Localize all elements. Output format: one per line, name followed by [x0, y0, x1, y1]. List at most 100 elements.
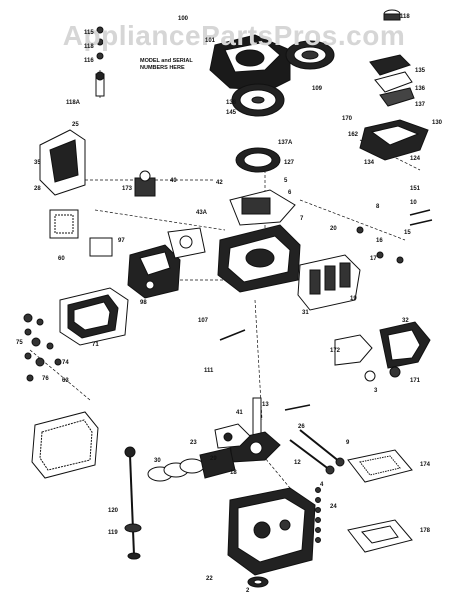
- callout-12: 12: [294, 460, 301, 466]
- callout-107: 107: [198, 318, 209, 324]
- callout-41: 41: [236, 410, 243, 416]
- small-hardware-left: [23, 313, 62, 382]
- callout-172: 172: [330, 348, 341, 354]
- air-filter-element: [31, 411, 99, 479]
- piston-rings: [147, 447, 236, 482]
- manual-174: [347, 449, 413, 483]
- misc-bolts: [219, 209, 433, 411]
- callout-124: 124: [410, 156, 421, 162]
- callout-119: 119: [108, 530, 118, 536]
- callout-134: 134: [364, 160, 375, 166]
- connecting-rod: [214, 423, 251, 449]
- callout-135: 135: [415, 68, 426, 74]
- callout-24: 24: [330, 504, 337, 510]
- head-gasket: [167, 227, 206, 259]
- fuel-tank-parts: [359, 54, 429, 161]
- callout-162: 162: [348, 132, 359, 138]
- callout-25: 25: [72, 122, 79, 128]
- callout-63: 63: [62, 378, 69, 384]
- callout-109: 109: [312, 86, 323, 92]
- crankcase-fasteners: [315, 487, 321, 543]
- callout-118a: 118A: [66, 100, 81, 106]
- callout-174: 174: [420, 462, 431, 468]
- callout-8: 8: [376, 204, 380, 210]
- callout-138: 138: [226, 100, 237, 106]
- callout-30: 30: [154, 458, 161, 464]
- callout-31: 31: [302, 310, 309, 316]
- callout-43a: 43A: [196, 210, 208, 216]
- governor-parts: [95, 26, 105, 97]
- callout-15: 15: [404, 230, 411, 236]
- callout-101: 101: [205, 38, 216, 44]
- callout-40: 40: [170, 178, 177, 184]
- control-bracket: [39, 129, 86, 196]
- callout-130: 130: [432, 120, 443, 126]
- callout-120: 120: [108, 508, 119, 514]
- crankcase: [227, 487, 316, 576]
- valve-parts: [289, 429, 345, 475]
- flywheel: [231, 83, 285, 117]
- callout-60: 60: [58, 256, 65, 262]
- callout-178: 178: [420, 528, 431, 534]
- callout-118: 118: [400, 14, 410, 20]
- stator-ring: [235, 147, 281, 173]
- muffler-assembly: [297, 254, 361, 311]
- callout-115: 115: [84, 30, 94, 36]
- callout-111: 111: [204, 368, 214, 374]
- callout-23: 23: [190, 440, 197, 446]
- callout-6: 6: [288, 190, 292, 196]
- callout-171: 171: [410, 378, 421, 384]
- callout-75: 75: [16, 340, 23, 346]
- carburetor: [127, 244, 181, 299]
- callout-26: 26: [298, 424, 305, 430]
- callout-137a: 137A: [278, 140, 293, 146]
- callout-20: 20: [330, 226, 337, 232]
- callout-173: 173: [122, 186, 133, 192]
- callout-29: 29: [210, 456, 217, 462]
- callout-35: 35: [34, 160, 41, 166]
- callout-19: 19: [350, 296, 357, 302]
- callout-97: 97: [118, 238, 125, 244]
- intake-gaskets: [49, 209, 113, 257]
- gas-cap: [383, 9, 401, 21]
- callout-151: 151: [410, 186, 421, 192]
- choke-assembly: [134, 170, 156, 197]
- manual-178: [347, 519, 413, 553]
- callout-17: 17: [370, 256, 377, 262]
- callout-170: 170: [342, 116, 353, 122]
- callout-137: 137: [415, 102, 426, 108]
- callout-42: 42: [216, 180, 223, 186]
- callout-3: 3: [374, 388, 378, 394]
- callout-71: 71: [92, 342, 99, 348]
- callout-28: 28: [34, 186, 41, 192]
- oil-seal: [247, 576, 269, 588]
- callout-5: 5: [284, 178, 288, 184]
- callout-2: 2: [246, 588, 250, 594]
- engine-block: [217, 189, 301, 293]
- callout-10: 10: [410, 200, 417, 206]
- callout-76: 76: [42, 376, 49, 382]
- callout-116: 116: [84, 58, 94, 64]
- callout-4: 4: [320, 482, 324, 488]
- callout-22: 22: [206, 576, 213, 582]
- callout-118b: 118: [84, 44, 94, 50]
- callout-16: 16: [376, 238, 383, 244]
- oil-fill-tube: [124, 446, 142, 560]
- serial-number-note: MODEL and SERIAL NUMBERS HERE: [140, 58, 193, 71]
- fuel-elbow: [334, 321, 431, 382]
- callout-13: 13: [262, 402, 269, 408]
- rotating-screen: [285, 40, 335, 70]
- air-cleaner-assembly: [59, 287, 129, 346]
- callout-145: 145: [226, 110, 237, 116]
- callout-7: 7: [300, 216, 304, 222]
- callout-32: 32: [402, 318, 409, 324]
- callout-100: 100: [178, 16, 189, 22]
- callout-18: 18: [230, 470, 237, 476]
- blower-housing: [209, 34, 291, 91]
- callout-98: 98: [140, 300, 147, 306]
- callout-9: 9: [346, 440, 350, 446]
- callout-136: 136: [415, 86, 426, 92]
- callout-127: 127: [284, 160, 295, 166]
- callout-74: 74: [62, 360, 69, 366]
